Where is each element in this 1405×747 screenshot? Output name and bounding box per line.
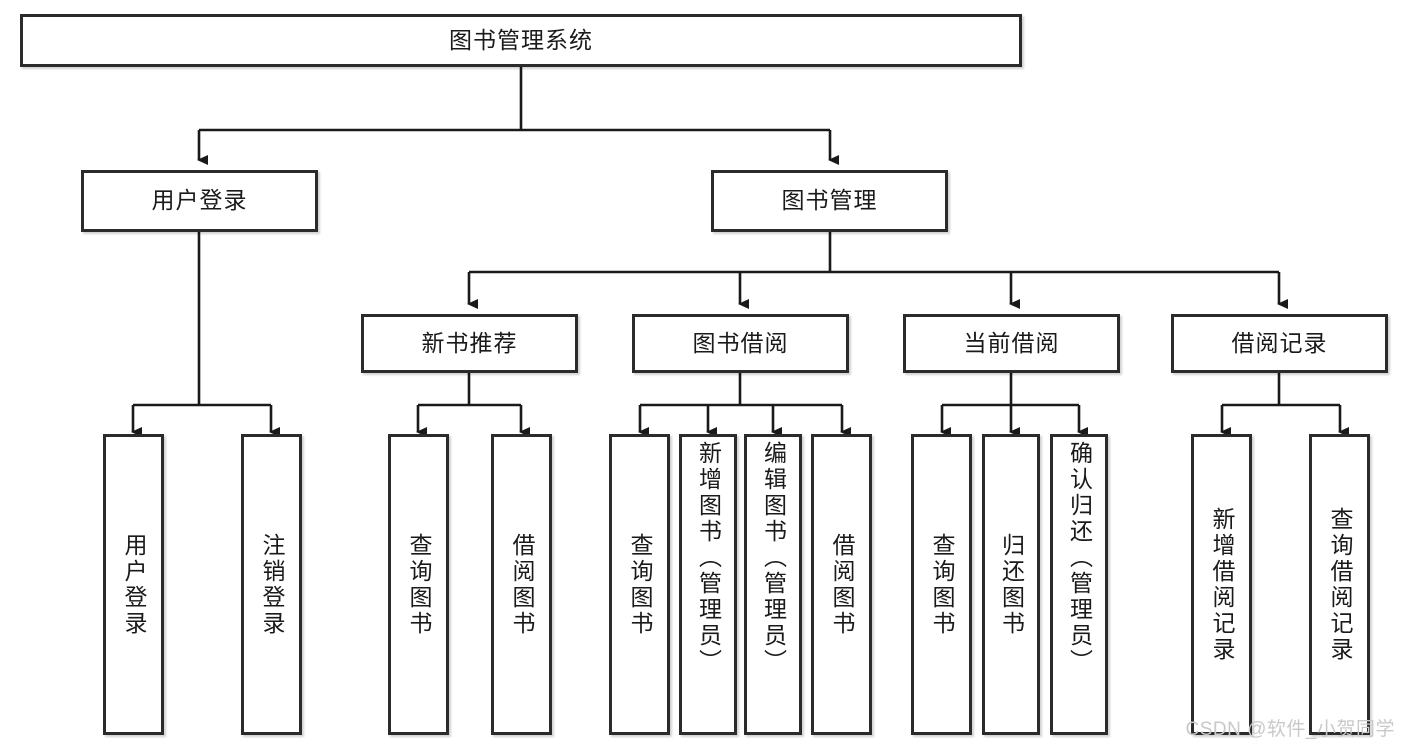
leaf-query-book-current[interactable]: 查询图书	[911, 434, 972, 735]
leaf-label: 新增图书（管理员）	[695, 441, 722, 675]
node-label: 图书借阅	[692, 329, 789, 356]
leaf-label: 借阅图书	[509, 532, 535, 637]
node-label: 借阅记录	[1231, 329, 1328, 356]
leaf-label: 新增借阅记录	[1209, 506, 1235, 663]
node-label: 当前借阅	[963, 329, 1060, 356]
leaf-borrow-book[interactable]: 借阅图书	[811, 434, 872, 735]
node-book-management[interactable]: 图书管理	[711, 170, 948, 232]
node-label: 图书管理	[781, 187, 878, 214]
leaf-query-borrow-record[interactable]: 查询借阅记录	[1309, 434, 1370, 735]
node-user-login[interactable]: 用户登录	[81, 170, 318, 232]
node-root-book-management-system[interactable]: 图书管理系统	[20, 14, 1022, 67]
leaf-label: 归还图书	[998, 532, 1025, 637]
leaf-label: 注销登录	[259, 532, 285, 637]
node-label: 新书推荐	[421, 329, 518, 356]
watermark-text: CSDN @软件_小贺同学	[1185, 719, 1395, 740]
node-borrow-record[interactable]: 借阅记录	[1171, 314, 1388, 373]
leaf-return-book[interactable]: 归还图书	[982, 434, 1040, 735]
node-book-borrow[interactable]: 图书借阅	[632, 314, 849, 373]
leaf-add-borrow-record[interactable]: 新增借阅记录	[1191, 434, 1252, 735]
node-new-book-recommendation[interactable]: 新书推荐	[361, 314, 578, 373]
leaf-user-login[interactable]: 用户登录	[103, 434, 164, 735]
leaf-query-book-newbook[interactable]: 查询图书	[388, 434, 449, 735]
leaf-add-book-admin[interactable]: 新增图书（管理员）	[679, 434, 737, 735]
leaf-label: 借阅图书	[829, 532, 855, 637]
node-current-borrow[interactable]: 当前借阅	[903, 314, 1120, 373]
leaf-confirm-return-admin[interactable]: 确认归还（管理员）	[1050, 434, 1108, 735]
leaf-label: 查询图书	[929, 532, 955, 637]
node-label: 图书管理系统	[449, 26, 593, 53]
leaf-query-book-borrow[interactable]: 查询图书	[609, 434, 670, 735]
leaf-label: 编辑图书（管理员）	[760, 441, 787, 675]
leaf-label: 查询图书	[627, 532, 653, 637]
node-label: 用户登录	[151, 187, 248, 214]
leaf-label: 用户登录	[121, 532, 147, 637]
leaf-label: 查询借阅记录	[1327, 506, 1353, 663]
leaf-edit-book-admin[interactable]: 编辑图书（管理员）	[744, 434, 802, 735]
leaf-borrow-book-newbook[interactable]: 借阅图书	[491, 434, 552, 735]
leaf-user-logout[interactable]: 注销登录	[241, 434, 302, 735]
leaf-label: 查询图书	[406, 532, 432, 637]
leaf-label: 确认归还（管理员）	[1066, 441, 1093, 675]
